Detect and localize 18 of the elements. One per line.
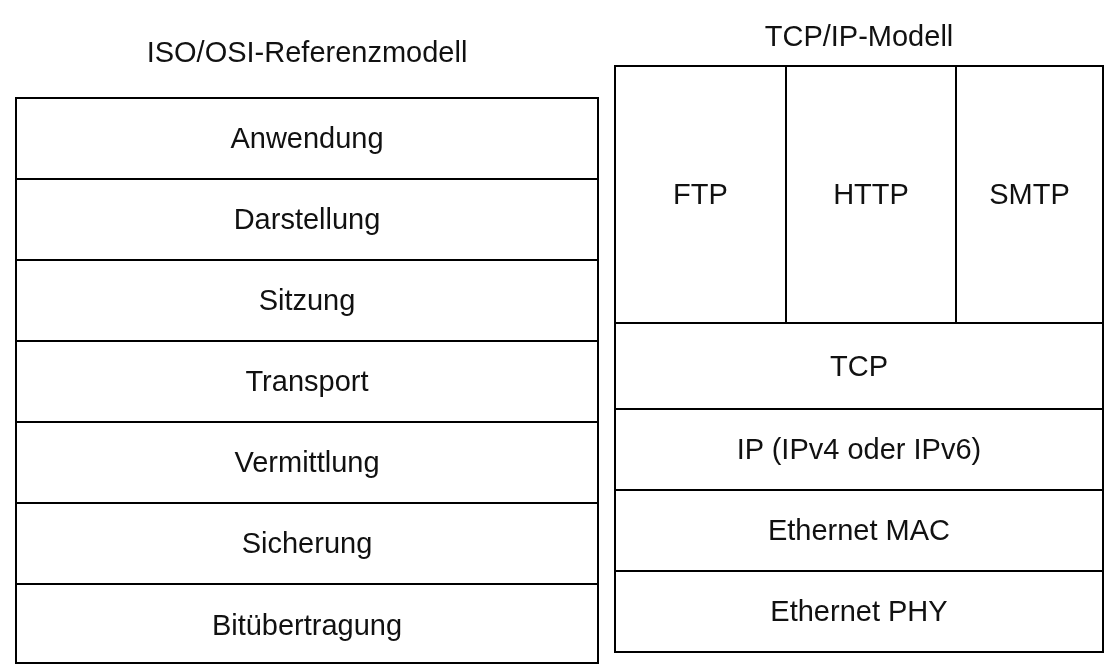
- layer-name: Ethernet PHY: [770, 594, 948, 628]
- layer-name: Darstellung: [233, 203, 381, 236]
- model-heading: ISO/OSI-Referenzmodell: [146, 38, 468, 67]
- layer-name: Ethernet MAC: [767, 514, 951, 547]
- layer-name: SMTP: [989, 178, 1070, 211]
- layer-name: Sicherung: [241, 527, 373, 560]
- layer-box: [787, 67, 957, 324]
- layer-name: Bitübertragung: [211, 609, 403, 642]
- layer-name: FTP: [673, 178, 728, 211]
- layer-name: Anwendung: [230, 122, 384, 155]
- layer-name: IP (IPv4 oder IPv6): [736, 433, 982, 466]
- layer-name: TCP: [830, 349, 888, 383]
- layer-name: HTTP: [833, 178, 909, 211]
- layer-name: Transport: [245, 365, 369, 398]
- layer-name: Sitzung: [258, 284, 356, 317]
- layer-name: Vermittlung: [234, 446, 380, 479]
- model-heading: TCP/IP-Modell: [764, 22, 954, 51]
- layer-box: [616, 67, 787, 324]
